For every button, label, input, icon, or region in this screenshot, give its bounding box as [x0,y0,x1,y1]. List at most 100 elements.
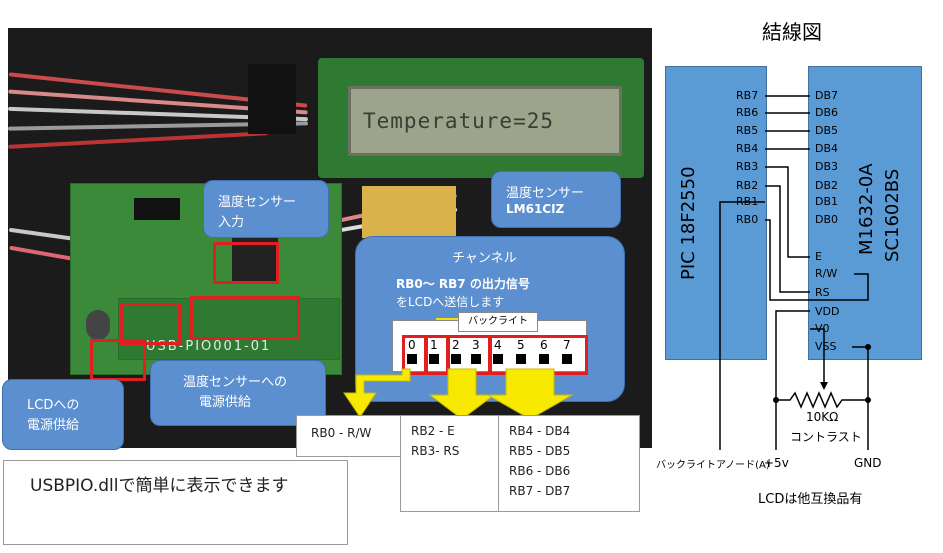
arrow-rb23 [428,368,496,420]
callout-line: LM61CIZ [506,202,565,216]
channel-desc-line1: RB0～ RB7 の出力信号 [396,277,530,291]
gnd-label: GND [854,456,882,470]
callout-temp-sensor-input: 温度センサー 入力 [203,180,329,238]
wiring-title: 結線図 [762,20,822,44]
callout-lcd-power: LCDへの 電源供給 [2,379,124,450]
callout-temp-sensor-model: 温度センサー LM61CIZ [491,171,621,228]
lcd-display-text: Temperature=25 [363,109,555,133]
sensor-board [362,186,456,238]
pic-pin-label: RB2 [736,179,759,192]
lcd-block [808,66,922,360]
lcd-pin-label: DB4 [815,142,839,155]
channel-pin-number: 3 [472,338,480,352]
wire-rb0-rw [765,219,869,301]
wire-rb3-e [765,166,810,258]
pic-pin-label: RB3 [736,160,759,173]
junction [865,397,871,403]
wire-v0 [810,328,825,382]
sensor-power-marker [190,296,300,340]
header-connector [248,64,296,134]
channel-pin [407,354,417,364]
mapping-line: RB5 - DB5 [509,444,571,458]
junction [865,344,871,350]
channel-pin-number: 0 [408,338,416,352]
lcd-pin-label: RS [815,286,830,299]
footnote: LCDは他互換品有 [758,492,863,507]
channel-pin [493,354,503,364]
pic-pin-label: RB4 [736,142,759,155]
plus5v-label: +5v [764,456,789,470]
channel-pin [516,354,526,364]
channel-pin-number: 5 [517,338,525,352]
mapping-line: RB2 - E [411,424,455,438]
contrast-label: コントラスト [790,430,862,444]
lcd-pin-label: R/W [815,267,838,280]
mapping-line: RB6 - DB6 [509,464,571,478]
wire [8,131,268,149]
lcd-pin-label: VSS [815,340,837,353]
connector [134,198,180,220]
note-text: USBPIO.dllで簡単に表示できます [30,476,289,496]
channel-pin-number: 4 [494,338,502,352]
channel-pin [429,354,439,364]
lcd-power-marker [90,339,146,381]
note-box: USBPIO.dllで簡単に表示できます [3,460,348,545]
wiring-lines [719,95,871,450]
resistor-label: 10KΩ [806,410,839,424]
lcd-pin-label: DB7 [815,89,839,102]
mapping-line: RB7 - DB7 [509,484,571,498]
pic-pin-label: RB0 [736,213,759,226]
pic-block [665,66,767,360]
lcd-pin-label: DB0 [815,213,839,226]
channel-pin [539,354,549,364]
channel-pin-number: 7 [563,338,571,352]
arrow-rb4567 [486,368,574,420]
mapping-line: RB0 - R/W [311,426,372,440]
backlight-arrow [436,318,458,320]
lcd-pin-label: DB6 [815,106,839,119]
callout-line: 電源供給 [199,395,252,410]
channel-pin-number: 1 [430,338,438,352]
chip [232,238,278,284]
callout-line: LCDへの [27,398,80,413]
wire-vdd [775,310,810,450]
channel-pin [471,354,481,364]
channel-pin [562,354,572,364]
lcd-screen: Temperature=25 [348,86,622,156]
arrow-rb0 [343,368,411,418]
backlight-label: バックライト [458,312,538,332]
channel-pin-number: 2 [452,338,460,352]
pot-arrow [820,382,828,390]
callout-line: 温度センサー [218,195,297,210]
lcd-module: Temperature=25 [318,58,644,178]
pic-pin-label: RB5 [736,124,759,137]
mapping-rb0: RB0 - R/W [296,415,402,457]
wire-rb1-backlight [719,201,765,450]
backlight-anode-label: バックライトアノード(A) [656,460,770,471]
wire-rb2-rs [765,185,810,293]
pic-pin-label: RB6 [736,106,759,119]
yellow-arrows [343,368,574,420]
channel-pin [451,354,461,364]
pic-pin-label: RB7 [736,89,759,102]
lcd-pin-label: DB2 [815,179,839,192]
callout-line: 温度センサー [506,186,585,201]
channel-title: チャンネル [452,251,517,266]
lcd-pin-label: VDD [815,305,840,318]
mapping-group-a: RB2 - E RB3- RS [400,415,500,512]
mapping-line: RB4 - DB4 [509,424,571,438]
mapping-line: RB3- RS [411,444,460,458]
lcd-pin-label: DB5 [815,124,839,137]
capacitor [86,310,110,340]
callout-line: 入力 [218,215,245,230]
junction [773,397,779,403]
sensor-input-marker [213,242,279,284]
connector-marker [120,303,181,345]
contrast-resistor [776,391,868,409]
lcd-pin-label: DB3 [815,160,839,173]
channel-desc-line2: をLCDへ送信します [396,295,505,309]
lcd-pin-label: DB1 [815,195,839,208]
callout-line: 電源供給 [27,418,80,433]
lcd-pin-label: E [815,250,822,263]
mapping-group-b: RB4 - DB4 RB5 - DB5 RB6 - DB6 RB7 - DB7 [498,415,640,512]
